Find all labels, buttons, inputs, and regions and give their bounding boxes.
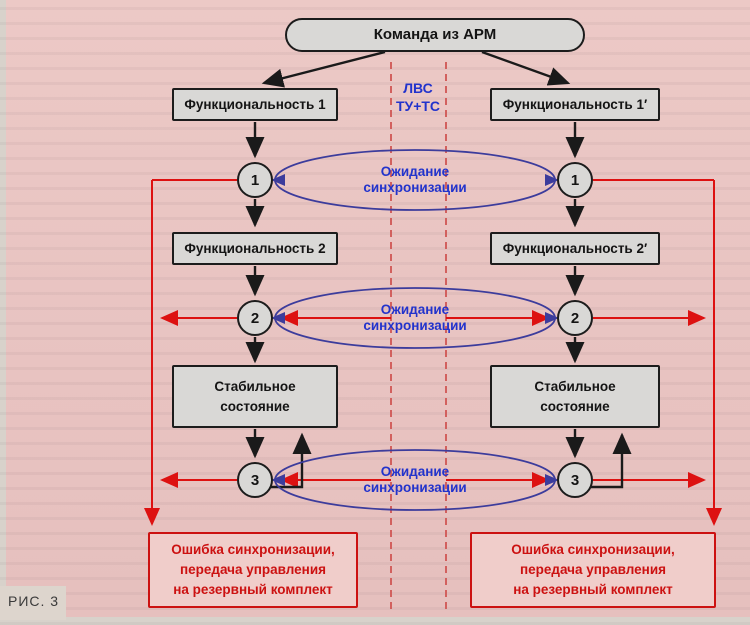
func1-right-box: Функциональность 1′ xyxy=(490,88,660,121)
state-circle-3-right: 3 xyxy=(557,462,593,498)
state-circle-2-left: 2 xyxy=(237,300,273,336)
figure-caption: РИС. 3 xyxy=(8,593,60,609)
sync-error-left-box: Ошибка синхронизации, передача управлени… xyxy=(148,532,358,608)
caption-backdrop xyxy=(0,586,66,620)
func2-left-box: Функциональность 2 xyxy=(172,232,338,265)
func1-left-box: Функциональность 1 xyxy=(172,88,338,121)
lan-label: ЛВС ТУ+ТС xyxy=(395,80,441,114)
sync-error-right-box: Ошибка синхронизации, передача управлени… xyxy=(470,532,716,608)
sync-wait-label-1: Ожидание синхронизации xyxy=(363,164,467,196)
command-box: Команда из АРМ xyxy=(285,18,585,52)
func2-right-box: Функциональность 2′ xyxy=(490,232,660,265)
state-circle-1-right: 1 xyxy=(557,162,593,198)
flow-arrows xyxy=(245,50,632,489)
failure-lines xyxy=(144,179,722,526)
stable-state-left-box: Стабильное состояние xyxy=(172,365,338,428)
state-circle-1-left: 1 xyxy=(237,162,273,198)
stable-state-right-box: Стабильное состояние xyxy=(490,365,660,428)
sync-wait-label-3: Ожидание синхронизации xyxy=(363,464,467,496)
sync-wait-label-2: Ожидание синхронизации xyxy=(363,302,467,334)
sync-ellipse-arrowheads xyxy=(271,174,559,486)
state-circle-2-right: 2 xyxy=(557,300,593,336)
state-circle-3-left: 3 xyxy=(237,462,273,498)
